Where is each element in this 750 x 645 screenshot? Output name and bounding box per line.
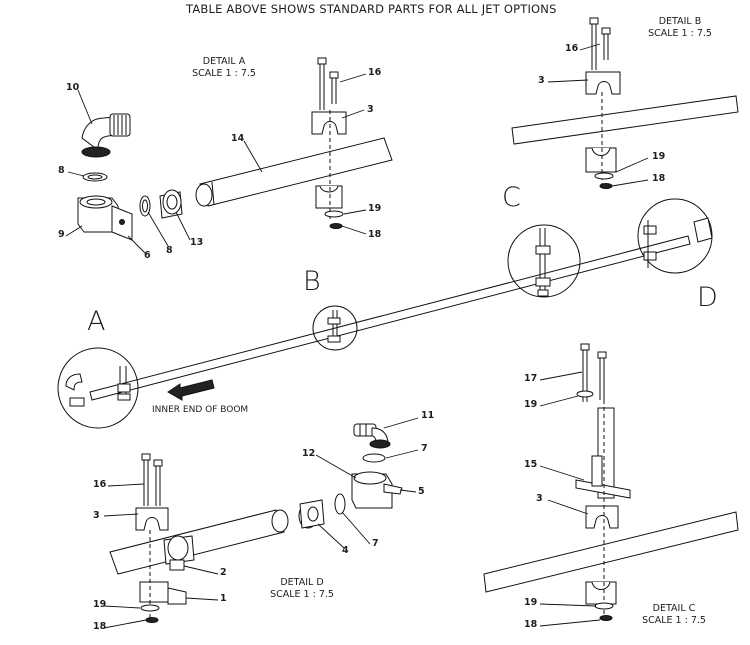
part-number-18: 18 <box>368 229 382 240</box>
part-number-9: 9 <box>58 229 65 240</box>
detail-a-drawing <box>77 57 393 241</box>
part-number-19: 19 <box>524 399 538 410</box>
detail-a-scale: SCALE 1 : 7.5 <box>192 68 256 79</box>
page-title: TABLE ABOVE SHOWS STANDARD PARTS FOR ALL… <box>186 2 557 16</box>
detail-b-name: DETAIL B <box>658 16 702 27</box>
part-number-19: 19 <box>368 203 382 214</box>
detail-d-label: DETAIL D SCALE 1 : 7.5 <box>262 577 342 601</box>
boom-direction-note: INNER END OF BOOM <box>152 405 249 415</box>
detail-a-label: DETAIL A SCALE 1 : 7.5 <box>184 56 264 80</box>
part-number-5: 5 <box>418 486 425 497</box>
part-number-16: 16 <box>93 479 107 490</box>
detail-b-scale: SCALE 1 : 7.5 <box>648 28 712 39</box>
callout-letter-a: A <box>87 306 106 337</box>
part-number-1: 1 <box>220 593 227 604</box>
detail-c-scale: SCALE 1 : 7.5 <box>642 615 706 626</box>
part-number-8: 8 <box>166 245 173 256</box>
detail-d-name: DETAIL D <box>280 577 324 588</box>
part-number-3: 3 <box>93 510 100 521</box>
callout-letter-b: B <box>303 266 321 297</box>
detail-c-drawing <box>483 343 739 621</box>
part-number-18: 18 <box>93 621 107 632</box>
part-number-14: 14 <box>231 133 245 144</box>
part-number-12: 12 <box>302 448 316 459</box>
detail-b-label: DETAIL B SCALE 1 : 7.5 <box>640 16 720 40</box>
callout-letter-d: D <box>697 282 718 313</box>
part-number-18: 18 <box>524 619 538 630</box>
part-number-11: 11 <box>421 410 435 421</box>
part-number-18: 18 <box>652 173 666 184</box>
part-number-8: 8 <box>58 165 65 176</box>
part-number-19: 19 <box>93 599 107 610</box>
part-number-7: 7 <box>421 443 428 454</box>
detail-a-name: DETAIL A <box>202 56 246 67</box>
part-number-3: 3 <box>538 75 545 86</box>
boom-overview <box>57 198 713 429</box>
part-number-6: 6 <box>144 250 151 261</box>
part-number-4: 4 <box>342 545 349 556</box>
part-number-13: 13 <box>190 237 204 248</box>
detail-c-name: DETAIL C <box>652 603 696 614</box>
part-number-17: 17 <box>524 373 538 384</box>
detail-b-drawing <box>511 17 739 189</box>
part-number-15: 15 <box>524 459 538 470</box>
part-number-3: 3 <box>367 104 374 115</box>
part-number-16: 16 <box>368 67 382 78</box>
part-number-19: 19 <box>652 151 666 162</box>
leader-lines <box>65 43 649 629</box>
part-number-19: 19 <box>524 597 538 608</box>
detail-c-label: DETAIL C SCALE 1 : 7.5 <box>634 603 714 627</box>
part-number-7: 7 <box>372 538 379 549</box>
part-number-10: 10 <box>66 82 80 93</box>
part-number-2: 2 <box>220 567 227 578</box>
callout-letter-c: C <box>502 182 521 213</box>
part-number-3: 3 <box>536 493 543 504</box>
part-number-16: 16 <box>565 43 579 54</box>
detail-d-scale: SCALE 1 : 7.5 <box>270 589 334 600</box>
detail-d-drawing <box>109 423 403 623</box>
